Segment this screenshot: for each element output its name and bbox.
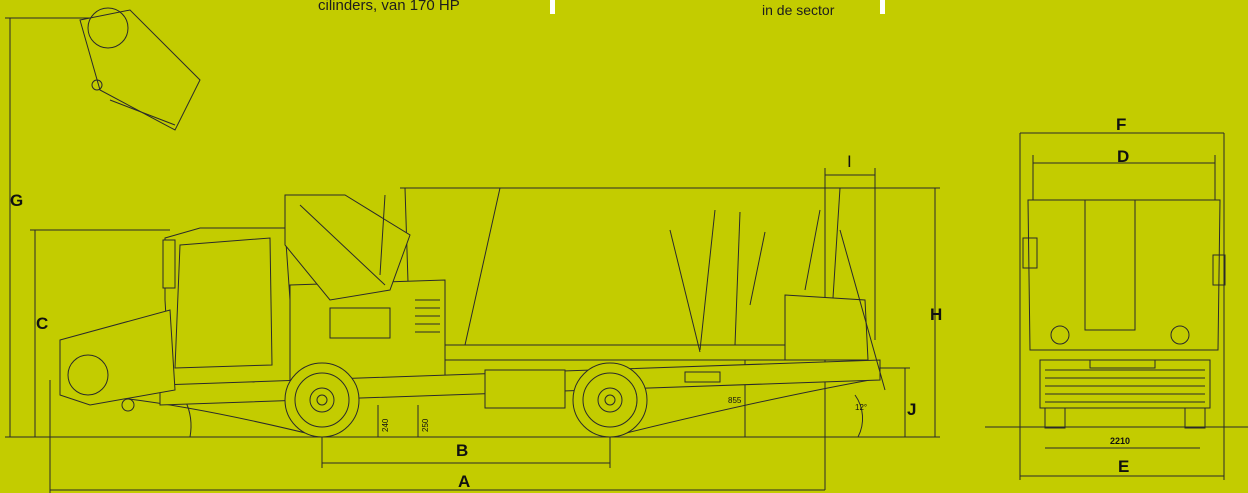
label-d: D: [1117, 147, 1129, 166]
caption-right: in de sector: [762, 2, 835, 18]
measure-855: 855: [728, 396, 742, 405]
boom: [284, 194, 411, 301]
label-f: F: [1116, 115, 1126, 134]
measure-width: 2210: [1110, 436, 1130, 446]
measure-240: 240: [381, 418, 390, 432]
label-e: E: [1118, 457, 1129, 476]
caption-left-bar: [550, 0, 555, 14]
caption-right-bar: [880, 0, 885, 14]
label-c: C: [36, 314, 48, 333]
label-g: G: [10, 191, 23, 210]
label-j: J: [907, 400, 916, 419]
front-view: [985, 132, 1248, 480]
front-cutter: [59, 309, 176, 406]
label-i: I: [847, 152, 852, 171]
label-h: H: [930, 305, 942, 324]
vent-grille: [415, 299, 440, 333]
measure-angle: 12°: [855, 403, 867, 412]
front-wheel: [284, 362, 360, 438]
rear-wheel: [572, 362, 648, 438]
caption-left: cilinders, van 170 HP: [318, 0, 460, 14]
label-a: A: [458, 472, 470, 491]
measure-250: 250: [421, 418, 430, 432]
label-b: B: [456, 441, 468, 460]
raised-cutter: [79, 7, 201, 131]
